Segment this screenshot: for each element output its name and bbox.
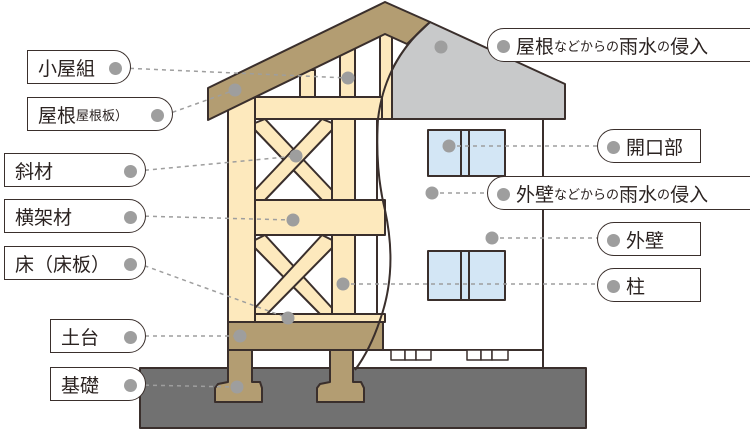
label-text: 柱 (626, 275, 646, 298)
label-hashira: 柱 (597, 268, 701, 302)
label-gaiheki: 外壁 (597, 222, 701, 256)
label-dodai: 土台 (50, 319, 146, 353)
dot-icon (124, 331, 137, 344)
target-dots (228, 40, 499, 394)
label-text: 土台 (61, 326, 100, 349)
dot-icon (497, 188, 510, 201)
label-kiso: 基礎 (50, 367, 146, 401)
window-upper (427, 129, 506, 177)
roof-board (207, 1, 431, 121)
dot-icon (124, 379, 137, 392)
vents (390, 349, 509, 361)
dot-icon (607, 280, 620, 293)
label-text: 侵入 (670, 35, 709, 58)
dot-icon (607, 141, 620, 154)
label-text: 小屋組 (38, 57, 96, 80)
window-lower (427, 250, 506, 301)
label-text: の (657, 39, 671, 55)
label-text: 雨水 (619, 183, 658, 206)
label-kaikoubu: 開口部 (597, 129, 701, 163)
label-text: 横架材 (15, 206, 73, 229)
label-text: 基礎 (61, 374, 100, 397)
dot-icon (124, 258, 137, 271)
dot-icon (497, 40, 510, 53)
label-shazai: 斜材 (4, 153, 146, 187)
dot-icon (124, 165, 137, 178)
foundation-right (316, 349, 365, 403)
label-text: 床（床板） (15, 253, 111, 276)
leader-lines (121, 67, 605, 388)
label-text: 屋根 (516, 35, 555, 58)
label-wall-rain-intrusion: 外壁などからの雨水の侵入 (487, 176, 750, 210)
dot-icon (124, 211, 137, 224)
label-yuka: 床（床板） (4, 246, 146, 280)
dot-icon (151, 109, 164, 122)
label-text: 斜材 (15, 160, 54, 183)
label-text: 雨水 (619, 35, 658, 58)
label-text: の (657, 187, 671, 203)
label-text: 侵入 (670, 183, 709, 206)
label-text: 屋根 (38, 104, 77, 127)
label-subtext: 屋根板） (76, 108, 129, 124)
label-text: 開口部 (626, 136, 684, 159)
dot-icon (607, 234, 620, 247)
foundation-left (214, 349, 263, 403)
label-roof-rain-intrusion: 屋根などからの雨水の侵入 (487, 28, 750, 62)
label-text: 外壁 (516, 183, 555, 206)
label-text: などからの (554, 187, 620, 203)
label-okakazai: 横架材 (4, 199, 146, 233)
label-text: 外壁 (626, 229, 665, 252)
sill (227, 321, 384, 351)
label-yane: 屋根屋根板） (27, 97, 173, 131)
label-koyagumi: 小屋組 (27, 50, 131, 84)
dot-icon (109, 62, 122, 75)
label-text: などからの (554, 39, 620, 55)
